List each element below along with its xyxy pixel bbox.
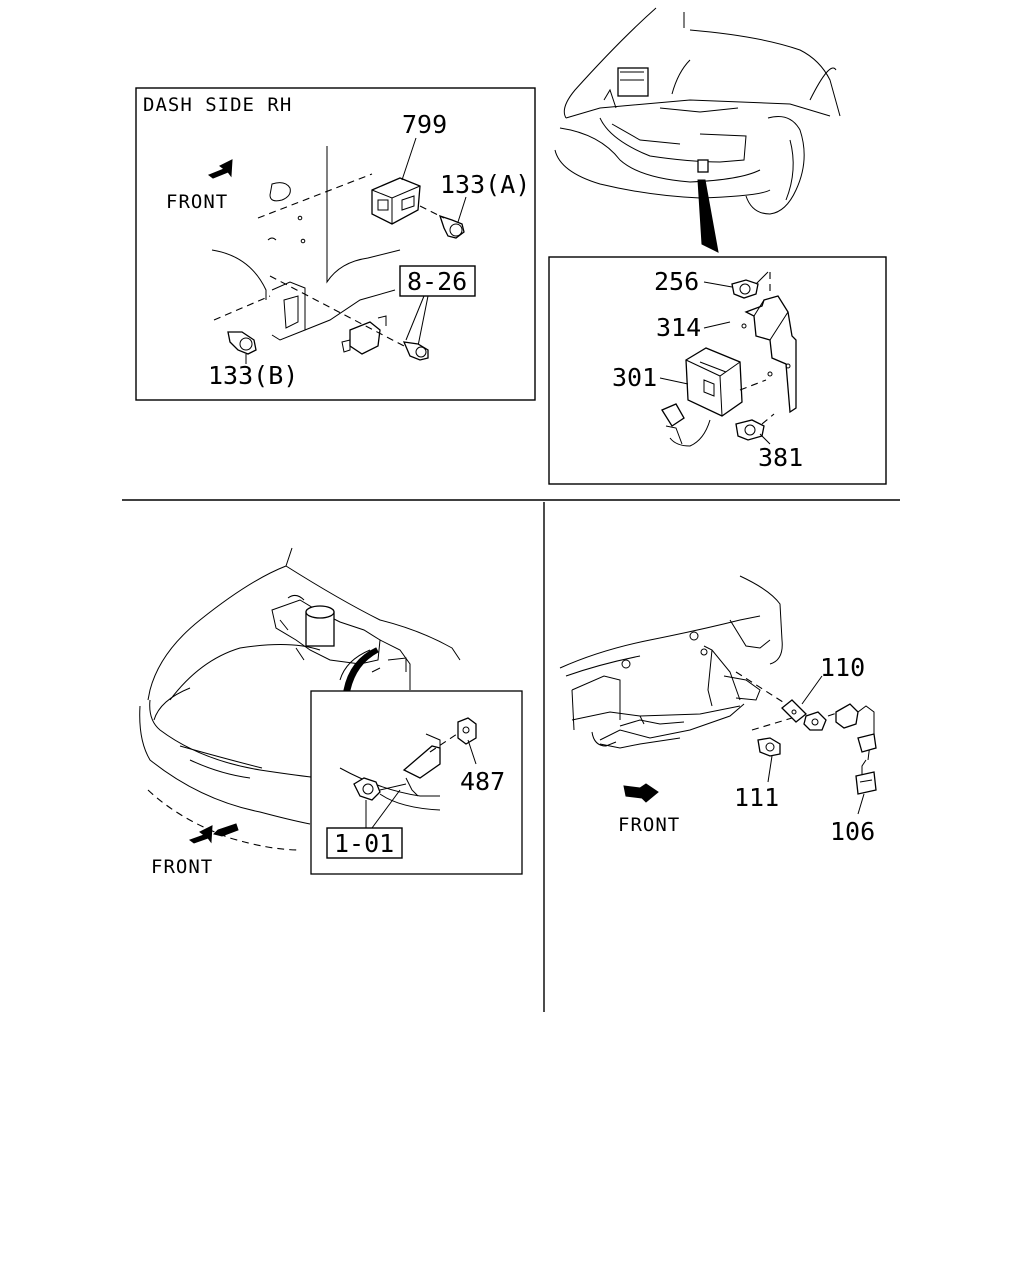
label-256: 256: [654, 267, 699, 296]
label-799: 799: [402, 110, 447, 139]
label-487: 487: [460, 767, 505, 796]
bolt-1-01-icon: [353, 777, 381, 801]
bumper-panel: 110 106 111 FRONT: [559, 575, 877, 846]
bumper-front-label: FRONT: [618, 814, 680, 836]
label-8-26: 8-26: [407, 267, 467, 296]
dash-side-panel: DASH SIDE RH FRONT 799 133(A): [135, 87, 536, 401]
label-381: 381: [758, 443, 803, 472]
sensor-106: [835, 703, 877, 795]
vehicle-front-sketch: [554, 7, 841, 253]
bracket-110: [781, 699, 807, 723]
nut-icon: [803, 711, 827, 731]
bolt-111-icon: [757, 737, 781, 757]
label-301: 301: [612, 363, 657, 392]
front-arrow-icon-3: [623, 783, 659, 803]
bolt-381-icon: [735, 419, 765, 441]
label-133b: 133(B): [208, 361, 298, 390]
front-hood-panel: FRONT 487 1-01: [139, 547, 523, 878]
label-111: 111: [734, 783, 779, 812]
switch-8-26: [341, 315, 387, 355]
callout-box-8-26: [399, 265, 476, 297]
bolt-133a-icon: [438, 214, 465, 239]
front-hood-front-label: FRONT: [151, 856, 213, 878]
hood-latch-bracket: [339, 733, 441, 811]
label-1-01: 1-01: [334, 829, 394, 858]
bolt-133b-icon: [227, 331, 257, 355]
label-110: 110: [820, 653, 865, 682]
dash-side-title: DASH SIDE RH: [143, 94, 292, 116]
hood-detail-frame: [310, 690, 523, 875]
callout-box-1-01: [326, 827, 403, 859]
front-arrow-icon-2: [188, 823, 239, 844]
engine-bay-detail-frame: [548, 256, 887, 485]
label-314: 314: [656, 313, 701, 342]
front-arrow-icon: [207, 159, 233, 179]
label-133a: 133(A): [440, 170, 530, 199]
engine-bay-panel: 256 314 301 381: [548, 7, 887, 485]
bolt-switch-icon: [402, 341, 429, 361]
label-106: 106: [830, 817, 875, 846]
control-module-301: [661, 347, 743, 447]
dash-side-front-label: FRONT: [166, 191, 228, 213]
car-front-sketch: [139, 547, 461, 851]
clip-487-icon: [457, 717, 477, 745]
bracket-314: [741, 295, 797, 414]
dash-side-frame: [135, 87, 536, 401]
relay-799: [371, 177, 421, 225]
bolt-256-icon: [731, 279, 759, 299]
bumper-frame-sketch: [559, 575, 783, 749]
dash-panel-sheet: [326, 146, 401, 284]
